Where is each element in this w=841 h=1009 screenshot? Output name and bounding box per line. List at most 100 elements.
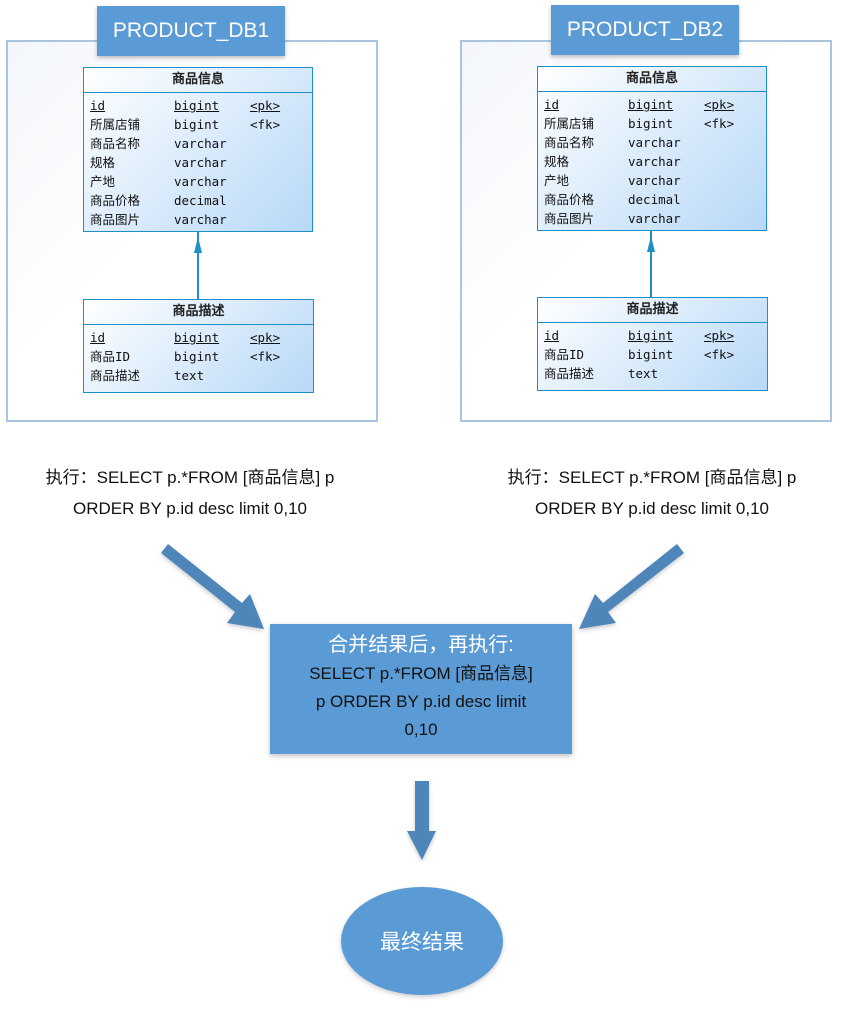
column-name: 商品价格 bbox=[90, 193, 141, 208]
db1-table-product-info: 商品信息 id bigint <pk> 所属店铺 bigint <fk> 商品名称 varch… bbox=[83, 67, 313, 232]
column-row: 商品ID bigint <fk> bbox=[544, 345, 767, 364]
merge-title: 合并结果后，再执行: bbox=[328, 634, 514, 656]
table-columns: id bigint <pk> 所属店铺 bigint <fk> 商品名称 varchar 规格 v… bbox=[84, 93, 312, 229]
table-title: 商品信息 bbox=[538, 67, 766, 92]
column-type: varchar bbox=[174, 155, 227, 170]
column-type: bigint bbox=[628, 328, 674, 343]
left-flow-arrow-icon bbox=[161, 544, 264, 629]
right-flow-arrow-icon bbox=[579, 544, 684, 629]
column-name: 所属店铺 bbox=[544, 116, 595, 131]
db1-relationship-connector bbox=[194, 232, 202, 299]
column-type: bigint bbox=[174, 117, 220, 132]
column-key: <fk> bbox=[250, 349, 281, 364]
column-name: 所属店铺 bbox=[90, 117, 141, 132]
column-type: bigint bbox=[628, 116, 674, 131]
column-name: id bbox=[90, 98, 106, 113]
final-result-label: 最终结果 bbox=[380, 931, 464, 954]
column-row: 产地 varchar bbox=[90, 172, 312, 191]
column-name: 产地 bbox=[90, 174, 116, 189]
column-type: varchar bbox=[628, 154, 681, 169]
column-name: 商品ID bbox=[544, 347, 585, 362]
db1-title: PRODUCT_DB1 bbox=[97, 6, 285, 56]
column-type: decimal bbox=[174, 193, 227, 208]
column-type: bigint bbox=[628, 347, 674, 362]
column-row: 所属店铺 bigint <fk> bbox=[544, 114, 766, 133]
table-columns: id bigint <pk> 商品ID bigint <fk> 商品描述 text bbox=[538, 323, 767, 383]
column-row: id bigint <pk> bbox=[544, 95, 766, 114]
db2-exec-text: 执行：SELECT p.*FROM [商品信息] p ORDER BY p.id… bbox=[462, 462, 841, 524]
table-title: 商品信息 bbox=[84, 68, 312, 93]
column-name: id bbox=[544, 97, 560, 112]
column-row: 商品描述 text bbox=[90, 366, 313, 385]
column-key: <pk> bbox=[704, 328, 735, 343]
db2-title: PRODUCT_DB2 bbox=[551, 5, 739, 55]
final-result-ellipse: 最终结果 bbox=[341, 887, 503, 995]
column-type: bigint bbox=[174, 98, 220, 113]
column-name: 规格 bbox=[90, 155, 116, 170]
column-type: bigint bbox=[174, 330, 220, 345]
column-name: 商品价格 bbox=[544, 192, 595, 207]
column-row: 商品价格 decimal bbox=[544, 190, 766, 209]
column-key: <fk> bbox=[250, 117, 281, 132]
table-title: 商品描述 bbox=[538, 298, 767, 323]
column-type: varchar bbox=[628, 211, 681, 226]
column-key: <pk> bbox=[250, 330, 281, 345]
column-name: 商品名称 bbox=[90, 136, 141, 151]
column-name: id bbox=[544, 328, 560, 343]
column-row: id bigint <pk> bbox=[544, 326, 767, 345]
column-name: 商品ID bbox=[90, 349, 131, 364]
db1-exec-text: 执行：SELECT p.*FROM [商品信息] p ORDER BY p.id… bbox=[0, 462, 380, 524]
column-type: varchar bbox=[174, 174, 227, 189]
column-row: id bigint <pk> bbox=[90, 328, 313, 347]
column-name: 商品描述 bbox=[90, 368, 141, 383]
column-type: text bbox=[628, 366, 659, 381]
column-row: 产地 varchar bbox=[544, 171, 766, 190]
column-row: id bigint <pk> bbox=[90, 96, 312, 115]
table-title: 商品描述 bbox=[84, 300, 313, 325]
column-type: varchar bbox=[174, 212, 227, 227]
column-row: 规格 varchar bbox=[544, 152, 766, 171]
table-columns: id bigint <pk> 所属店铺 bigint <fk> 商品名称 varchar 规格 v… bbox=[538, 92, 766, 228]
column-name: id bbox=[90, 330, 106, 345]
column-row: 所属店铺 bigint <fk> bbox=[90, 115, 312, 134]
column-key: <pk> bbox=[704, 97, 735, 112]
merge-sql-line-2: p ORDER BY p.id desc limit bbox=[315, 692, 527, 711]
column-type: varchar bbox=[628, 135, 681, 150]
column-row: 商品图片 varchar bbox=[544, 209, 766, 228]
merge-step-box: 合并结果后，再执行: SELECT p.*FROM [商品信息] p ORDER… bbox=[270, 624, 572, 754]
exec-line-1: 执行：SELECT p.*FROM [商品信息] p bbox=[507, 468, 797, 487]
column-row: 规格 varchar bbox=[90, 153, 312, 172]
exec-line-1: 执行：SELECT p.*FROM [商品信息] p bbox=[45, 468, 335, 487]
column-key: <fk> bbox=[704, 347, 735, 362]
exec-line-2: ORDER BY p.id desc limit 0,10 bbox=[73, 499, 307, 518]
column-key: <pk> bbox=[250, 98, 281, 113]
merge-sql-line-3: 0,10 bbox=[404, 720, 438, 739]
column-name: 商品名称 bbox=[544, 135, 595, 150]
db2-table-product-desc: 商品描述 id bigint <pk> 商品ID bigint <fk> 商品描述 text bbox=[537, 297, 768, 391]
column-row: 商品描述 text bbox=[544, 364, 767, 383]
column-name: 产地 bbox=[544, 173, 570, 188]
column-row: 商品名称 varchar bbox=[544, 133, 766, 152]
column-name: 规格 bbox=[544, 154, 570, 169]
relationship-arrowhead-icon bbox=[194, 237, 202, 253]
column-type: text bbox=[174, 368, 205, 383]
db2-relationship-connector bbox=[647, 231, 655, 297]
column-name: 商品图片 bbox=[544, 211, 595, 226]
column-key: <fk> bbox=[704, 116, 735, 131]
column-row: 商品图片 varchar bbox=[90, 210, 312, 229]
column-type: varchar bbox=[174, 136, 227, 151]
column-type: bigint bbox=[628, 97, 674, 112]
column-row: 商品价格 decimal bbox=[90, 191, 312, 210]
column-row: 商品名称 varchar bbox=[90, 134, 312, 153]
column-type: varchar bbox=[628, 173, 681, 188]
down-flow-arrow-icon bbox=[407, 781, 436, 860]
column-name: 商品图片 bbox=[90, 212, 141, 227]
exec-line-2: ORDER BY p.id desc limit 0,10 bbox=[535, 499, 769, 518]
column-type: decimal bbox=[628, 192, 681, 207]
column-name: 商品描述 bbox=[544, 366, 595, 381]
merge-sql-line-1: SELECT p.*FROM [商品信息] bbox=[309, 664, 533, 683]
